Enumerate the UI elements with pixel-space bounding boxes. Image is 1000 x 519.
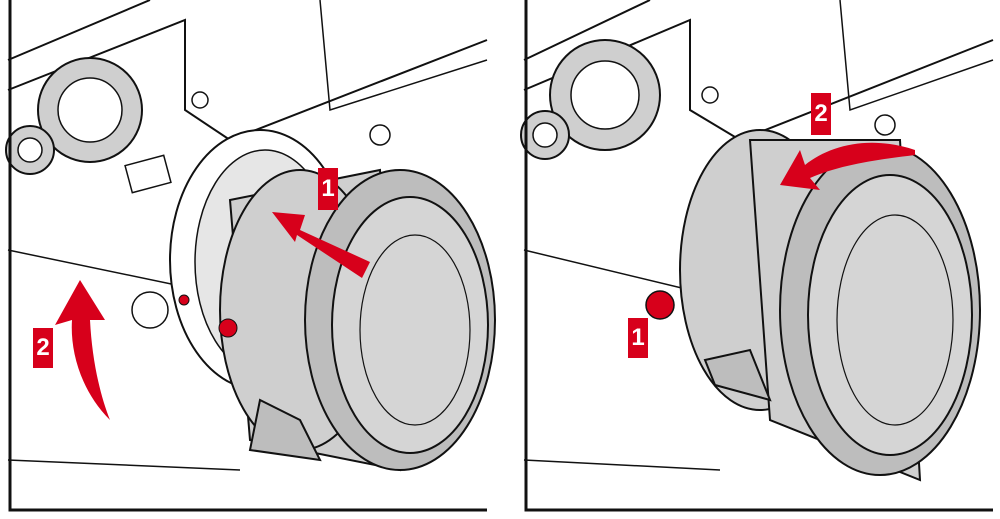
rotate-arrow: [55, 280, 110, 420]
step-2-badge-left: 2: [33, 328, 53, 368]
insert-arrow: [272, 212, 370, 278]
lens-release-button: [645, 290, 675, 320]
step-1-badge-left: 1: [318, 168, 338, 210]
lens-red-index-dot: [218, 318, 238, 338]
unlock-rotate-arrow: [780, 142, 915, 190]
step-2-badge-right: 2: [811, 93, 831, 135]
focus-tab: [248, 398, 322, 462]
step-1-badge-right: 1: [628, 318, 648, 358]
panel-right-release-lens: [520, 0, 994, 512]
lens-front-glass: [331, 196, 489, 454]
panel-left-attach-lens: [5, 0, 496, 512]
